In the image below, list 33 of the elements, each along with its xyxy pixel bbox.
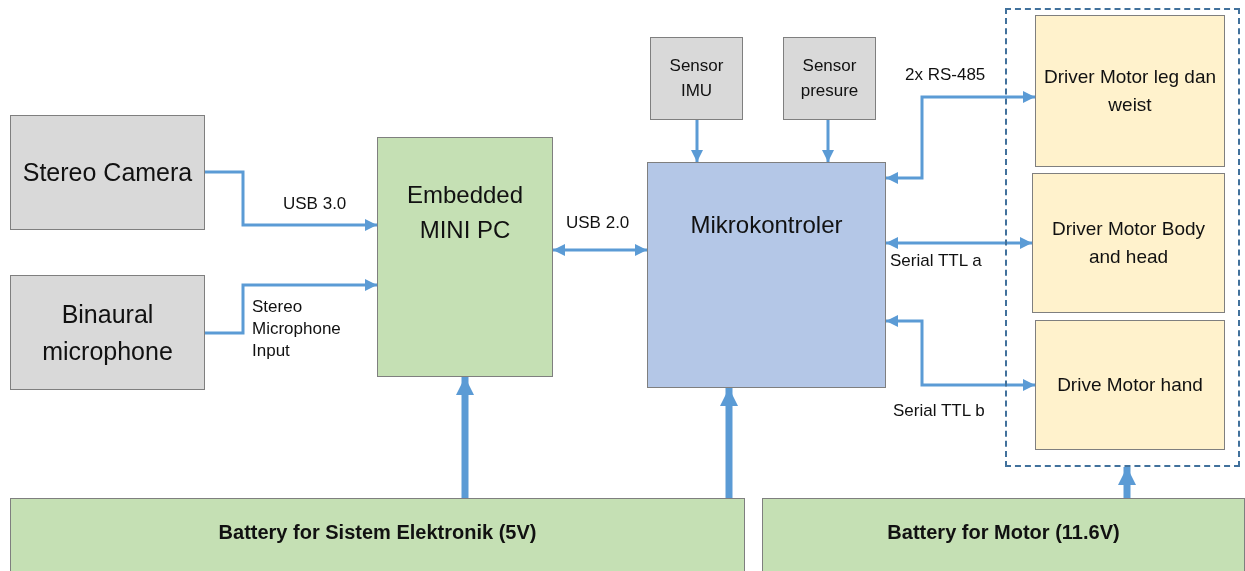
microcontroller-box <box>647 162 886 388</box>
arrow <box>691 120 703 162</box>
battery-box <box>762 498 1245 571</box>
driver-group-box <box>1005 8 1240 467</box>
motor-driver-box <box>1035 15 1225 167</box>
node-label: Sensor IMU <box>668 54 725 102</box>
motor-driver-box <box>1032 173 1225 313</box>
arrow <box>886 315 1035 391</box>
arrow <box>553 244 647 256</box>
arrow <box>205 279 377 335</box>
computer-box <box>377 137 553 377</box>
node-label: Embedded MINI PC <box>405 180 525 245</box>
node-label: Driver Motor leg dan weist <box>1042 65 1218 117</box>
power-arrow <box>456 377 474 498</box>
sensor-box <box>650 37 743 120</box>
node-label: Mikrokontroler <box>690 210 843 240</box>
node-label: Battery for Motor (11.6V) <box>887 519 1120 545</box>
node-label: Battery for Sistem Elektronik (5V) <box>218 519 537 545</box>
node-label: Stereo Camera <box>22 157 193 189</box>
node-label: Driver Motor Body and head <box>1050 217 1207 269</box>
sensor-box <box>783 37 876 120</box>
node-label: Binaural microphone <box>41 299 174 367</box>
device-box <box>10 275 205 390</box>
node-label: Drive Motor hand <box>1057 373 1203 398</box>
node-label: Sensor presure <box>799 54 860 102</box>
device-box <box>10 115 205 230</box>
arrow <box>886 91 1035 184</box>
motor-driver-box <box>1035 320 1225 450</box>
arrow <box>205 170 377 231</box>
power-arrow <box>720 388 738 498</box>
arrow <box>886 237 1032 249</box>
battery-box <box>10 498 745 571</box>
arrow <box>822 120 834 162</box>
